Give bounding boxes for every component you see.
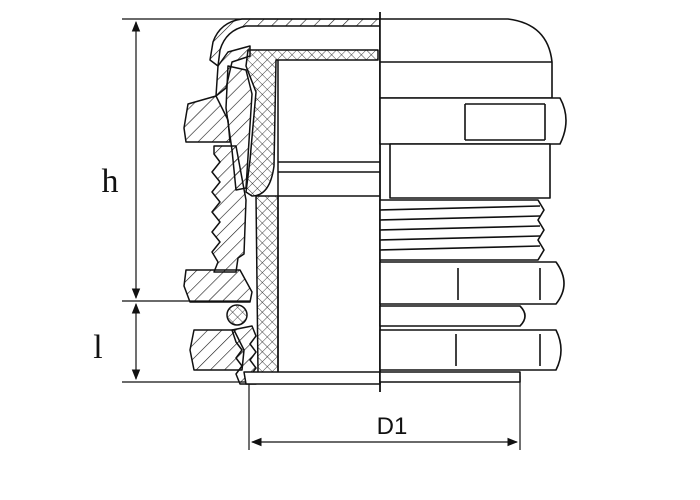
o-ring-section bbox=[226, 304, 248, 326]
body-hex-exterior bbox=[379, 261, 565, 305]
body-hex-section bbox=[183, 269, 253, 303]
external-view bbox=[379, 18, 567, 383]
d1-label: D1 bbox=[377, 413, 408, 440]
section-view bbox=[183, 18, 381, 385]
locknut-exterior bbox=[379, 329, 562, 371]
dimension-d1 bbox=[248, 376, 521, 450]
locknut-section bbox=[189, 329, 245, 371]
o-ring-exterior bbox=[379, 305, 526, 327]
cap-inner-section bbox=[215, 45, 251, 97]
body-thread-section bbox=[211, 145, 247, 273]
cap-dome-exterior bbox=[379, 18, 553, 99]
body-liner-section bbox=[255, 195, 279, 383]
l-label: l bbox=[93, 329, 102, 366]
body-neck-exterior bbox=[389, 143, 551, 199]
h-label: h bbox=[102, 163, 119, 200]
bottom-tube-exterior bbox=[379, 371, 521, 383]
cap-hex-exterior bbox=[379, 97, 567, 145]
dimension-l bbox=[122, 302, 250, 383]
cap-hex-facet-edges bbox=[465, 103, 545, 141]
seal-insert-section bbox=[245, 49, 379, 197]
bottom-tube-outline bbox=[243, 371, 381, 385]
cap-hex-section bbox=[183, 95, 231, 143]
thread-exterior bbox=[379, 199, 545, 261]
thread-lines bbox=[379, 205, 541, 251]
